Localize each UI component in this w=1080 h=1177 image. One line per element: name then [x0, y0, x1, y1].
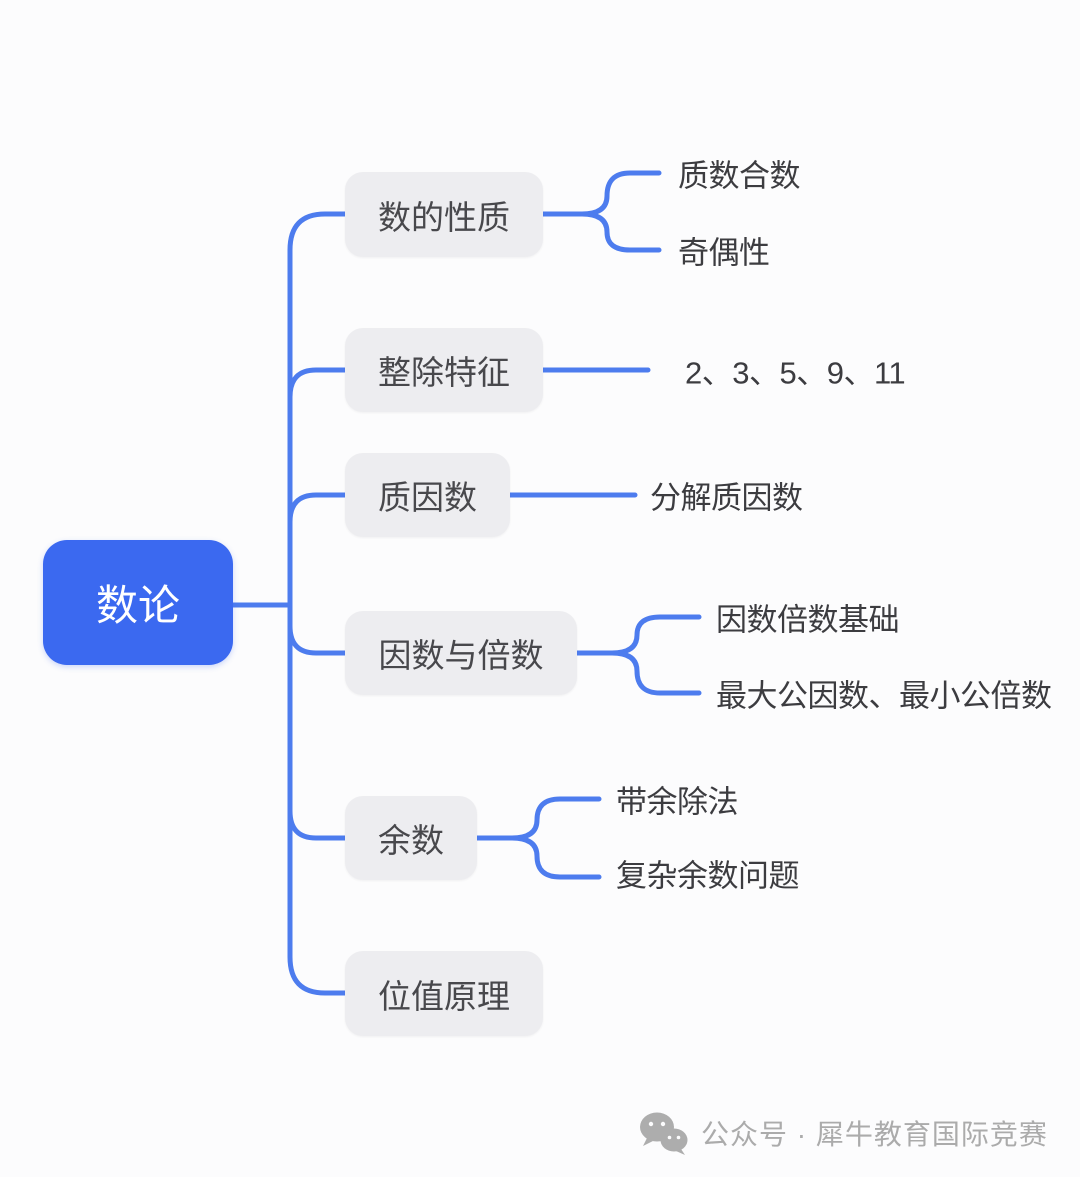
leaf-divisibility-2-3-5-9-11[interactable]: 2、3、5、9、11: [685, 355, 906, 391]
leaf-parity[interactable]: 奇偶性: [678, 235, 770, 271]
wechat-icon: [640, 1112, 688, 1155]
branch-prime-factors[interactable]: 质因数: [345, 453, 510, 537]
branch-factors-and-multiples[interactable]: 因数与倍数: [345, 611, 577, 695]
connector-branch-prime-factors: [287, 492, 348, 525]
watermark: 公众号 · 犀牛教育国际竞赛: [637, 1110, 1048, 1156]
branch-place-value-principle[interactable]: 位值原理: [345, 951, 543, 1036]
branch-properties-of-numbers[interactable]: 数的性质: [345, 172, 543, 257]
connector-properties-down: [579, 211, 662, 253]
branch-remainders[interactable]: 余数: [345, 796, 477, 880]
leaf-gcd-lcm[interactable]: 最大公因数、最小公倍数: [716, 678, 1052, 714]
leaf-division-with-remainder[interactable]: 带余除法: [616, 784, 739, 820]
watermark-text: 公众号 · 犀牛教育国际竞赛: [701, 1119, 1048, 1150]
connector-remainders-up: [509, 796, 602, 841]
branch-divisibility-rules[interactable]: 整除特征: [345, 328, 543, 412]
leaf-factor-multiple-basics[interactable]: 因数倍数基础: [716, 602, 900, 638]
leaf-prime-factorization[interactable]: 分解质因数: [650, 480, 803, 516]
root-node-number-theory[interactable]: 数论: [43, 540, 233, 665]
leaf-prime-composite-numbers[interactable]: 质数合数: [678, 158, 801, 194]
connector-properties-up: [579, 170, 662, 217]
connector-remainders-down: [509, 835, 602, 880]
connector-trunk: [287, 211, 348, 996]
connector-factors-up: [609, 614, 702, 656]
connector-factors-down: [609, 650, 702, 696]
connector-branch-divisibility: [287, 367, 348, 400]
leaf-complex-remainder-problems[interactable]: 复杂余数问题: [616, 858, 800, 894]
connector-branch-remainders: [287, 808, 348, 841]
connector-branch-factors-multiples: [287, 623, 348, 656]
